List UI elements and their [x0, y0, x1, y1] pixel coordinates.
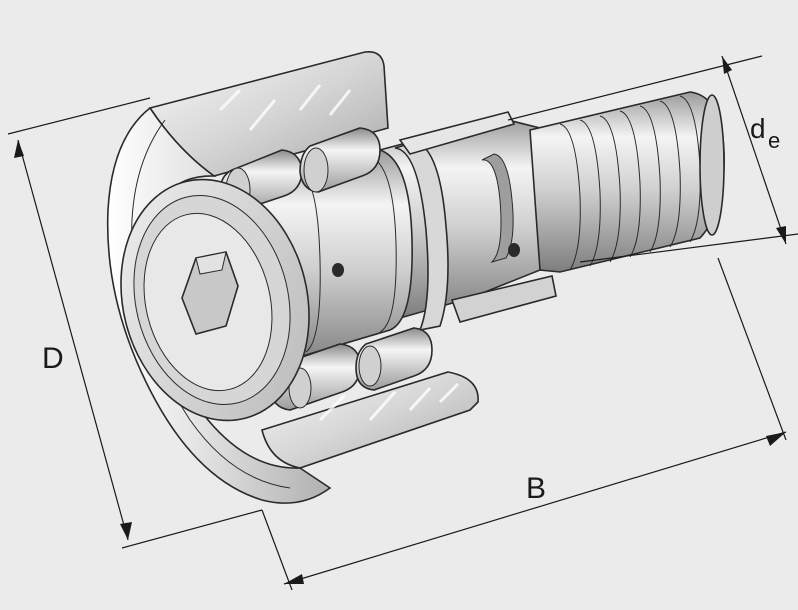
stud-shaft [379, 111, 557, 332]
threaded-stud [529, 91, 725, 273]
label-B: B [526, 472, 546, 505]
label-d: d [750, 113, 766, 144]
dim-line-B [283, 431, 787, 585]
dimension-lines [7, 55, 798, 591]
stud-head [120, 178, 310, 422]
label-D: D [42, 342, 64, 375]
label-e-subscript: e [768, 128, 780, 153]
shaft-lube-hole [508, 243, 520, 257]
inner-ring-lube-hole [332, 263, 344, 277]
outer-ring-hatching [218, 84, 460, 422]
dim-line-de [721, 55, 787, 245]
stud-end-face [699, 94, 725, 236]
dim-line-D [17, 139, 129, 541]
